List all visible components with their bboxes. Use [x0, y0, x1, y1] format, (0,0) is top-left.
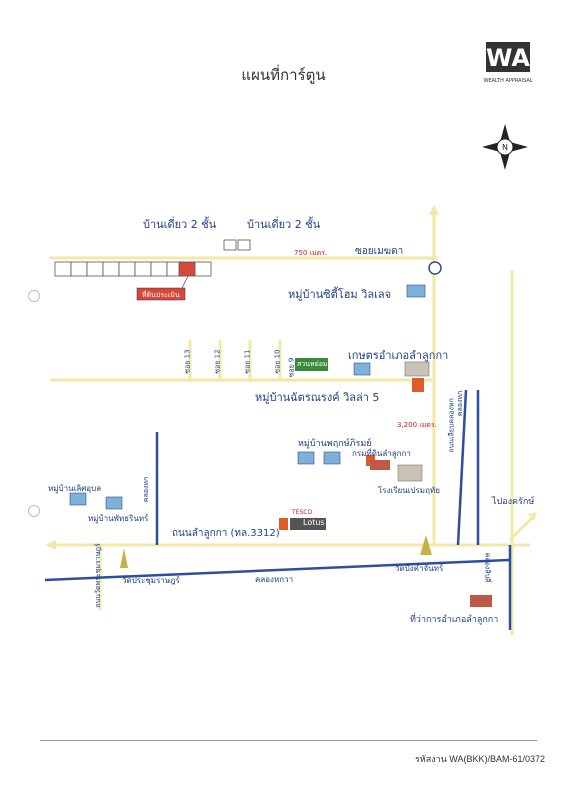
- label-tesco: TESCO: [292, 509, 313, 516]
- punch-hole-top: [28, 290, 40, 302]
- label-lotus: Lotus: [303, 518, 325, 527]
- compass-north-label: N: [502, 143, 508, 152]
- logo: WA WEALTH APPRAISAL: [483, 42, 533, 84]
- label-soi12: ซอย 12: [213, 349, 222, 374]
- label-village-lert: หมู่บ้านเลิศอุบล: [48, 484, 102, 493]
- label-distance-top: 750 เมตร.: [294, 249, 328, 257]
- label-distance-mid: 3,200 เมตร.: [397, 421, 437, 429]
- logo-mark-bg: [486, 42, 530, 72]
- label-klong-hok-bottom: คลองหกวา: [255, 575, 294, 584]
- label-to-pongkrit: ไปองครักษ์: [492, 497, 535, 507]
- label-village-chatsan: หมู่บ้านฉัตรณรงค์ วิลล่า 5: [255, 391, 380, 404]
- label-house2: บ้านเดี่ยว 2 ชั้น: [247, 218, 321, 231]
- label-klong14: คลองสิบสี่: [483, 552, 492, 583]
- footer-code: รหัสงาน WA(BKK)/BAM-61/0372: [414, 754, 545, 764]
- label-soi9: ซอย 9: [287, 357, 296, 378]
- label-soi11: ซอย 11: [243, 349, 252, 374]
- page-title: แผนที่การ์ตูน: [241, 66, 326, 84]
- label-house1: บ้านเดี่ยว 2 ชั้น: [143, 218, 217, 231]
- label-district-office: ที่ว่าการอำเภอลำลูกกา: [410, 615, 499, 625]
- label-soi13: ซอย 13: [183, 349, 192, 374]
- label-village-city-home: หมู่บ้านซิตี้โฮม วิลเลจ: [288, 288, 392, 301]
- compass-icon: N: [482, 124, 528, 170]
- label-park: สวนหย่อม: [297, 360, 328, 368]
- label-klong-hok-left: คลองหก: [142, 476, 151, 503]
- logo-text: WEALTH APPRAISAL: [483, 78, 532, 84]
- label-wat-right: วัดบึงคำจันทร์: [395, 564, 444, 573]
- label-village-pattrapirom: หมู่บ้านพฤกษ์ภิรมย์: [298, 439, 372, 449]
- label-road-lamlukka: ถนนลำลูกกา (ทล.3312): [172, 528, 280, 539]
- punch-hole-bottom: [28, 505, 40, 517]
- label-soi10: ซอย 10: [273, 349, 282, 374]
- footer-divider: [40, 740, 537, 741]
- label-road-klong6: คลองหก: [456, 390, 465, 417]
- label-soi-mektha: ซอยเมฆดา: [355, 246, 404, 257]
- label-subject: ที่ดินประเมิน: [142, 291, 180, 299]
- logo-mark: WA: [486, 44, 530, 72]
- label-wat-left-road: ถนนวัดพระชุมราษฎร์: [93, 543, 102, 608]
- label-wat-prachum: วัดประชุมราษฎร์: [122, 576, 180, 585]
- label-village-patrin: หมู่บ้านพัทธรินทร์: [88, 514, 149, 523]
- label-land-dept: กรมที่ดินลำลูกกา: [352, 449, 411, 458]
- label-school: โรงเรียนเปรมฤทัย: [378, 486, 440, 495]
- label-kaset-office: เกษตรอำเภอลำลูกกา: [348, 349, 449, 362]
